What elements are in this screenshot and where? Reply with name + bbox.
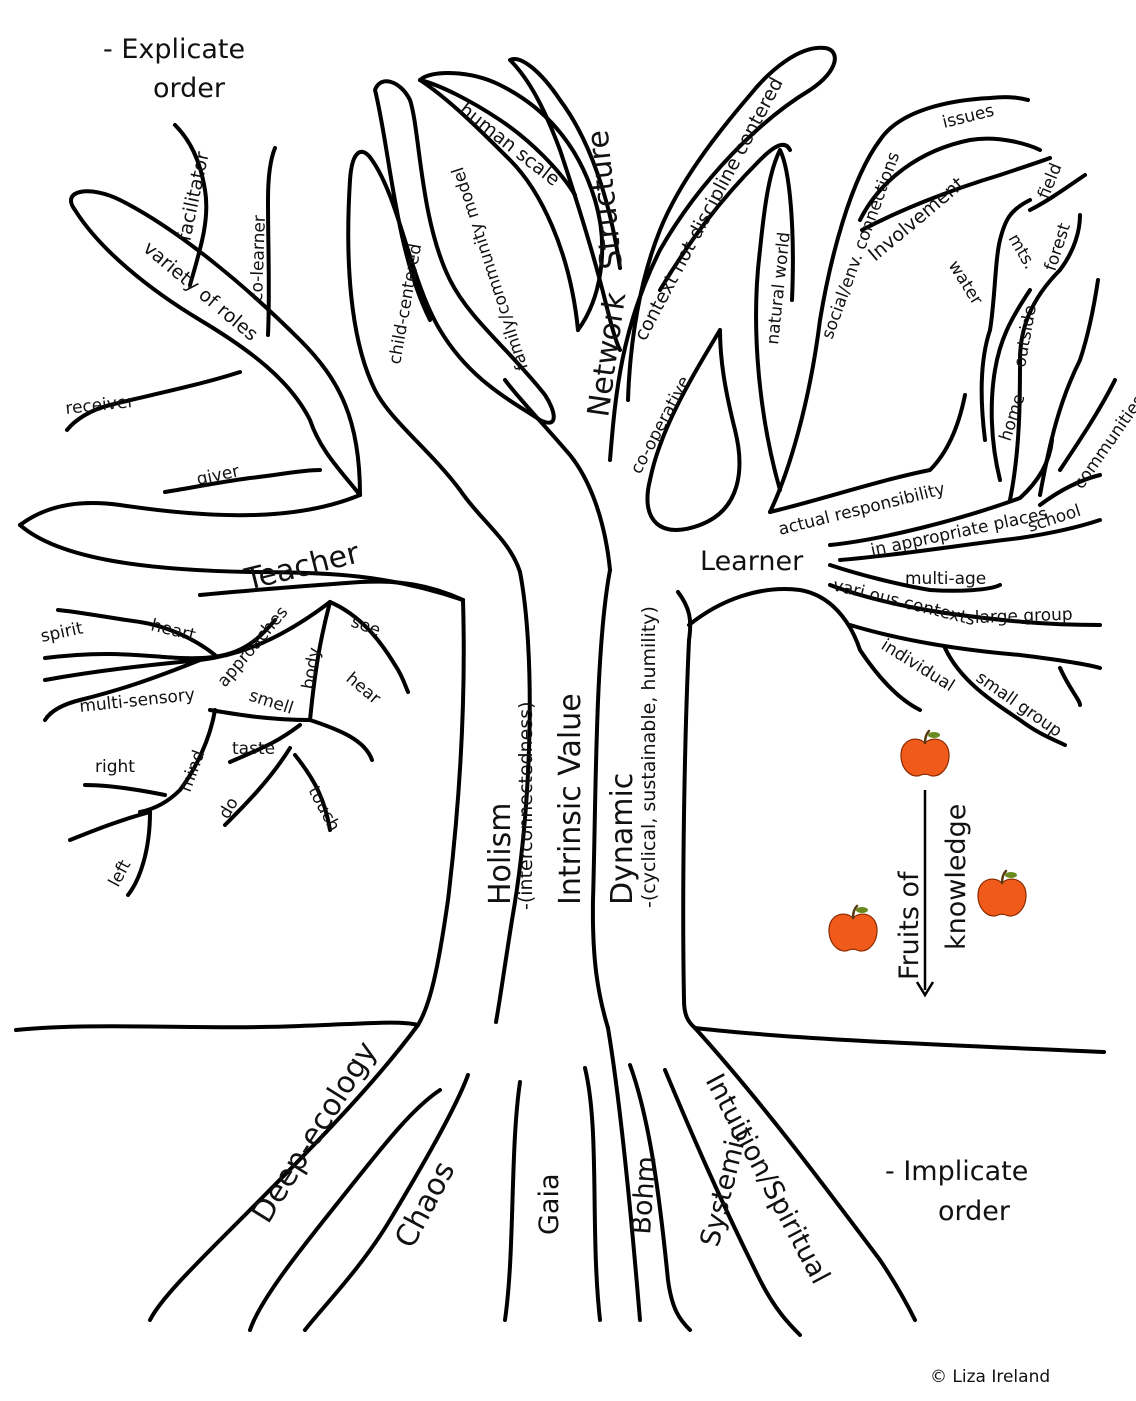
label-mind: mind [176, 748, 209, 795]
teacher-label: Teacher [240, 535, 363, 598]
apple-2 [978, 871, 1026, 916]
copyright: © Liza Ireland [930, 1367, 1050, 1387]
label-taste: taste [232, 739, 275, 759]
label-giver: giver [195, 461, 241, 490]
label-touch: touch [304, 783, 344, 835]
trunk-dynamic-sub: -(cyclical, sustainable, humility) [638, 606, 660, 908]
label-hear: hear [342, 669, 384, 709]
label-co-learner: co-learner [247, 215, 270, 302]
label-heart: heart [149, 615, 198, 645]
trunk-holism: Holism [483, 803, 518, 905]
label-co-operative: co-operative [627, 373, 695, 477]
label-mts: mts. [1004, 231, 1040, 273]
root-gaia: Gaia [534, 1173, 565, 1235]
label-smell: smell [246, 686, 295, 719]
label-issues: issues [940, 101, 996, 133]
label-child-centered: child-centered [385, 242, 426, 366]
implicate-title-line2: order [938, 1196, 1011, 1227]
label-fruits-of: Fruits of [894, 870, 925, 980]
trunk-dynamic: Dynamic [605, 773, 640, 905]
label-natural-world: natural world [763, 231, 795, 345]
trunk-holism-sub: -(interconnectedness) [515, 701, 537, 910]
learner-label: Learner [700, 546, 804, 577]
label-knowledge: knowledge [941, 804, 972, 950]
apple-1 [901, 731, 949, 776]
label-water: water [944, 257, 987, 309]
explicate-title-line1: - Explicate [103, 34, 245, 65]
root-bohm: Bohm [626, 1155, 662, 1235]
label-multi-age: multi-age [905, 569, 986, 589]
label-see: see [348, 612, 383, 641]
label-human-scale: human scale [455, 99, 564, 191]
apple-3 [829, 906, 877, 951]
implicate-title-line1: - Implicate [885, 1156, 1028, 1187]
label-right: right [95, 757, 135, 777]
label-structure: Structure [581, 128, 630, 270]
label-family-community-model: family/community model [448, 164, 533, 372]
label-receiver: receiver [64, 392, 135, 419]
label-approaches: approaches [214, 603, 293, 692]
label-do: do [215, 794, 243, 822]
trunk-intrinsic-value: Intrinsic Value [553, 693, 588, 905]
label-home: home [996, 392, 1030, 444]
root-deep-ecology: Deep-ecology [245, 1035, 384, 1229]
label-left: left [105, 856, 136, 890]
label-spirit: spirit [39, 618, 85, 647]
label-large-group: large group [974, 605, 1072, 628]
explicate-title-line2: order [153, 73, 226, 104]
teacher-branch-lines [20, 125, 463, 895]
label-forest: forest [1041, 220, 1075, 273]
label-field: field [1034, 160, 1066, 202]
label-small-group: small group [972, 668, 1065, 742]
label-body: body [298, 646, 325, 691]
label-multi-sensory: multi-sensory [78, 685, 195, 717]
